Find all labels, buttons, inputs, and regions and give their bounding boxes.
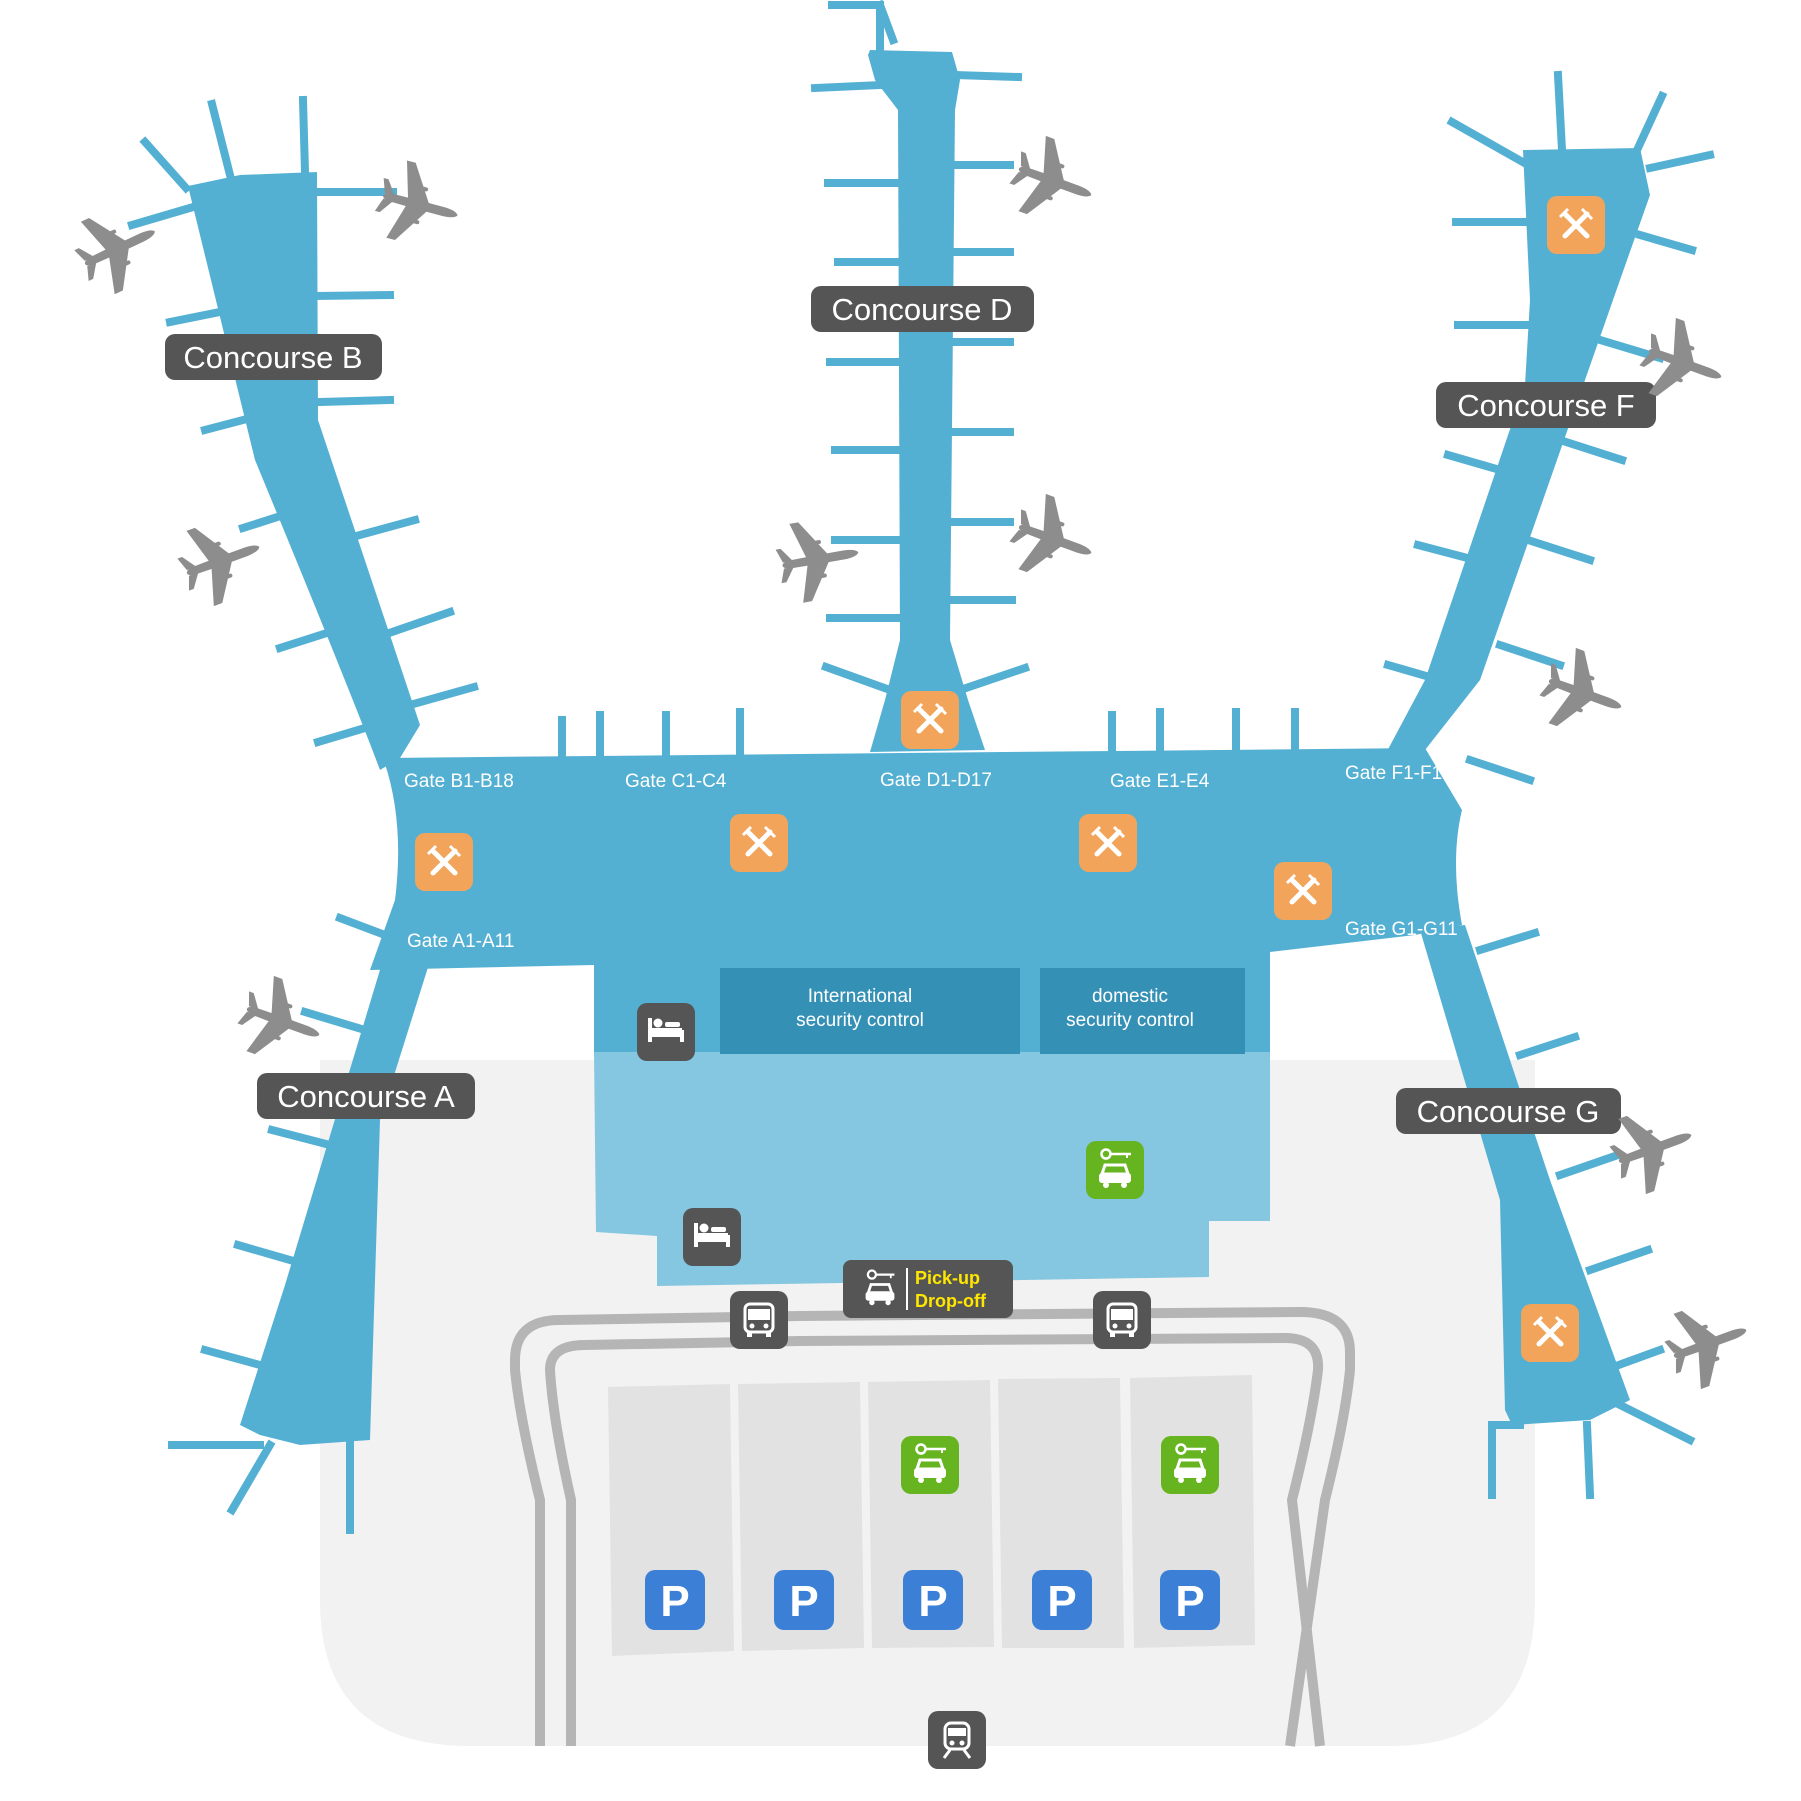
restaurant-icon[interactable] (1547, 196, 1605, 254)
gate-label-c: Gate C1-C4 (625, 771, 727, 792)
concourse-label-a[interactable]: Concourse A (257, 1073, 475, 1119)
domestic-security-label-line1: domestic (1092, 986, 1168, 1007)
domestic-security-zone (1040, 968, 1245, 1054)
gate-label-g: Gate G1-G11 (1345, 919, 1458, 940)
gate-label-e: Gate E1-E4 (1110, 771, 1210, 792)
restaurant-icon[interactable] (1521, 1304, 1579, 1362)
pickup-dropoff-sign[interactable]: Pick-up Drop-off (843, 1260, 1013, 1318)
concourse-a-text: Concourse A (277, 1079, 455, 1114)
parking-symbol: P (1047, 1577, 1076, 1626)
concourse-b-text: Concourse B (183, 340, 362, 375)
restaurant-icon[interactable] (1274, 862, 1332, 920)
international-security-zone (720, 968, 1020, 1054)
international-security-label-line1: International (808, 986, 913, 1007)
concourse-label-b[interactable]: Concourse B (165, 334, 382, 380)
bus-stop-icon[interactable] (1093, 1291, 1151, 1349)
airplane-icon (368, 155, 468, 255)
car-rental-icon[interactable] (901, 1436, 959, 1494)
parking-row (998, 1378, 1124, 1648)
car-rental-icon[interactable] (1086, 1141, 1144, 1199)
domestic-security-label-line2: security control (1066, 1010, 1194, 1031)
airplane-icon (229, 969, 334, 1073)
restaurant-icon[interactable] (1079, 814, 1137, 872)
parking-symbol: P (918, 1577, 947, 1626)
dropoff-label: Drop-off (915, 1291, 987, 1311)
parking-icon[interactable]: P (774, 1570, 834, 1630)
parking-icon[interactable]: P (1032, 1570, 1092, 1630)
gate-label-f: Gate F1-F16 (1345, 763, 1453, 784)
airplane-icon (64, 195, 172, 302)
concourse-label-f[interactable]: Concourse F (1436, 382, 1656, 428)
hotel-bed-icon[interactable] (683, 1208, 741, 1266)
parking-symbol: P (660, 1577, 689, 1626)
restaurant-icon[interactable] (901, 691, 959, 749)
concourse-f-text: Concourse F (1457, 388, 1634, 423)
gate-label-b: Gate B1-B18 (404, 771, 514, 792)
pickup-label: Pick-up (915, 1268, 980, 1288)
concourse-d-text: Concourse D (832, 292, 1013, 327)
hotel-bed-icon[interactable] (637, 1003, 695, 1061)
airplane-icon (1656, 1292, 1761, 1396)
airplane-icon (1001, 129, 1106, 233)
airplane-icon (1001, 487, 1106, 591)
access-road (510, 1306, 1355, 1747)
gate-label-a: Gate A1-A11 (407, 931, 514, 952)
parking-symbol: P (789, 1577, 818, 1626)
concourse-g-text: Concourse G (1417, 1094, 1600, 1129)
train-station-icon[interactable] (928, 1711, 986, 1769)
jet-bridges (127, 0, 1715, 1534)
international-security-label-line2: security control (796, 1010, 924, 1031)
gate-label-d: Gate D1-D17 (880, 770, 992, 791)
parking-symbol: P (1175, 1577, 1204, 1626)
car-rental-icon[interactable] (1161, 1436, 1219, 1494)
landside-hall (594, 1052, 1270, 1286)
parking-icon[interactable]: P (645, 1570, 705, 1630)
restaurant-icon[interactable] (730, 814, 788, 872)
restaurant-icon[interactable] (415, 833, 473, 891)
concourse-label-g[interactable]: Concourse G (1396, 1088, 1621, 1134)
airplane-icon (771, 512, 866, 606)
bus-stop-icon[interactable] (730, 1291, 788, 1349)
parking-icon[interactable]: P (1160, 1570, 1220, 1630)
parking-icon[interactable]: P (903, 1570, 963, 1630)
concourse-label-d[interactable]: Concourse D (811, 286, 1034, 332)
